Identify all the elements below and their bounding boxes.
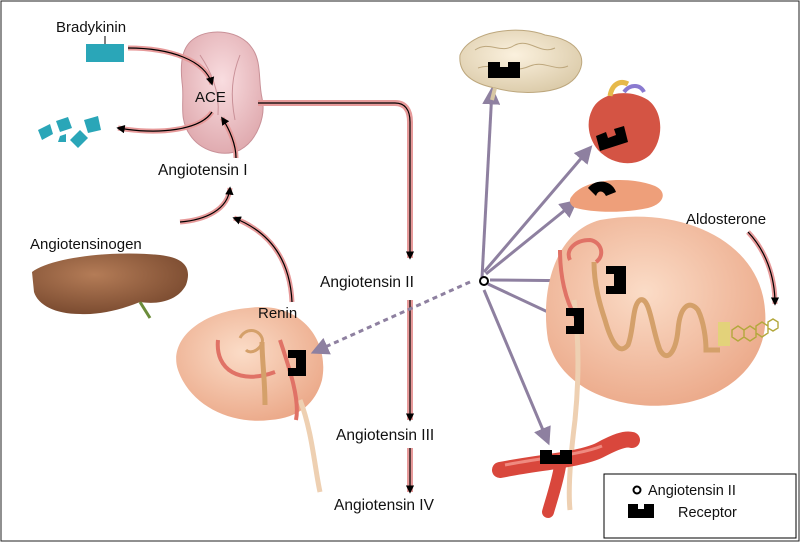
label-angiotensin-1: Angiotensin I xyxy=(158,162,248,179)
right-kidney xyxy=(546,217,765,510)
label-aldosterone: Aldosterone xyxy=(686,211,766,228)
label-angiotensin-3: Angiotensin III xyxy=(336,427,434,444)
bradykinin-peptide xyxy=(86,44,124,62)
receptor-vessel xyxy=(540,450,572,464)
legend-receptor-label: Receptor xyxy=(678,505,737,521)
adrenal-gland xyxy=(570,180,663,212)
label-angiotensinogen: Angiotensinogen xyxy=(30,236,142,253)
legend: Angiotensin II Receptor xyxy=(604,474,796,538)
arrow-lung-to-ang2 xyxy=(258,103,410,258)
liver-illustration xyxy=(32,254,188,318)
label-renin: Renin xyxy=(258,305,297,322)
legend-angiotensin-ii-label: Angiotensin II xyxy=(648,483,736,499)
left-kidney xyxy=(176,307,323,492)
brain-illustration xyxy=(460,30,582,100)
label-ace: ACE xyxy=(195,89,226,106)
bradykinin-fragments xyxy=(38,116,101,148)
angiotensin-ii-symbol xyxy=(480,277,488,285)
label-angiotensin-2: Angiotensin II xyxy=(320,274,414,291)
label-angiotensin-4: Angiotensin IV xyxy=(334,497,435,514)
arrow-renin xyxy=(234,218,292,302)
heart-illustration xyxy=(589,83,661,164)
label-bradykinin: Bradykinin xyxy=(56,19,126,36)
